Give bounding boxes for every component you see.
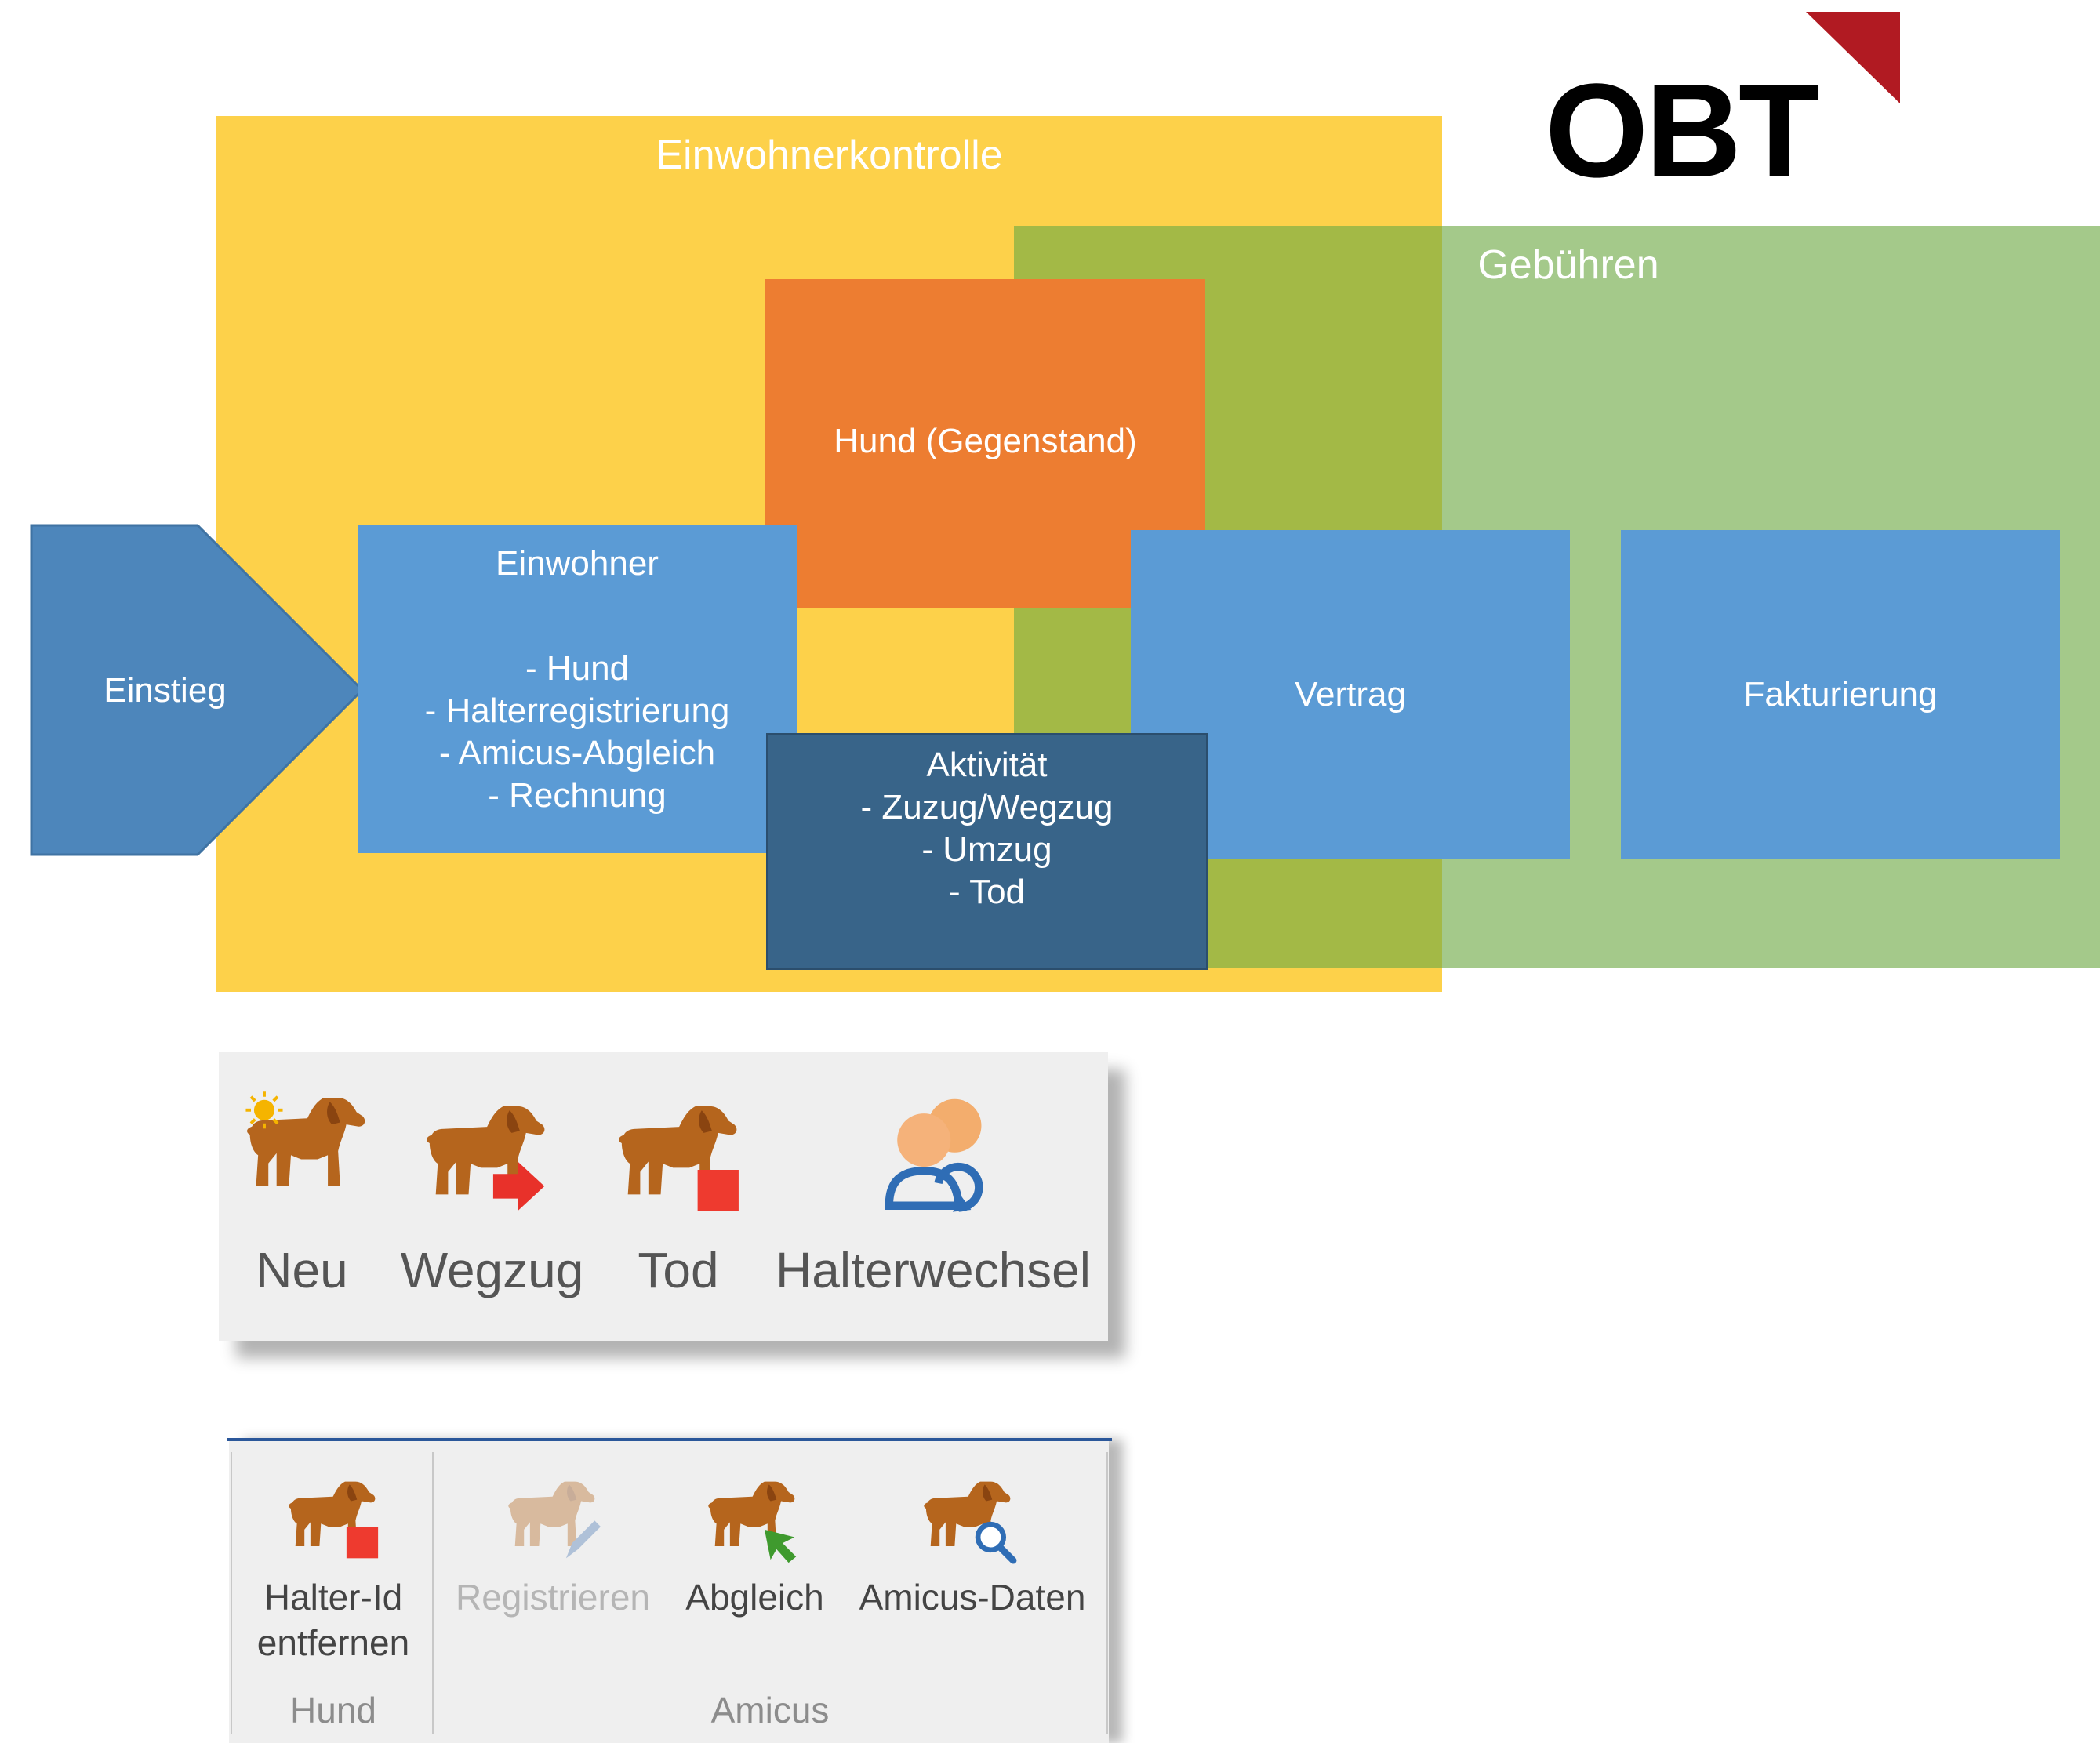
- abgleich-label: Abgleich: [685, 1577, 824, 1618]
- pencil-icon: [565, 1520, 601, 1559]
- vertrag-label: Vertrag: [1295, 674, 1406, 714]
- ribbon-top-border: [227, 1438, 1112, 1441]
- registrieren-button[interactable]: Registrieren: [443, 1466, 663, 1623]
- neu-button[interactable]: Neu: [231, 1070, 372, 1305]
- aktivitaet-title: Aktivität: [926, 746, 1048, 784]
- green-cursor-icon: [764, 1529, 797, 1563]
- aktivitaet-item: - Tod: [948, 873, 1026, 911]
- sun-icon: [245, 1091, 283, 1129]
- einwohner-item: - Hund: [525, 649, 630, 688]
- red-square-icon: [697, 1170, 739, 1211]
- dog-remove-id-icon: [289, 1481, 379, 1559]
- aktivitaet-item: - Umzug: [921, 830, 1052, 869]
- owner-change-icon: [885, 1098, 983, 1212]
- group-label-amicus: Amicus: [710, 1690, 830, 1730]
- dog-new-icon: [245, 1091, 365, 1186]
- einwohner-box: Einwohner - Hund - Halterregistrierung -…: [358, 525, 797, 853]
- ribbon-right-border: [1106, 1452, 1108, 1734]
- aktivitaet-item: - Zuzug/Wegzug: [860, 788, 1114, 826]
- hund-label: Hund (Gegenstand): [834, 422, 1137, 460]
- gebuehren-title: Gebühren: [1477, 242, 1659, 288]
- registrieren-label: Registrieren: [456, 1577, 650, 1618]
- einstieg-label: Einstieg: [104, 670, 227, 710]
- ribbon-panel-amicus: [229, 1440, 1109, 1743]
- tod-button[interactable]: Tod: [608, 1070, 749, 1305]
- neu-label: Neu: [256, 1242, 348, 1298]
- halterwechsel-label: Halterwechsel: [776, 1242, 1091, 1298]
- dog-death-icon: [619, 1106, 739, 1211]
- group-separator: [432, 1452, 434, 1734]
- ribbon-left-border: [231, 1452, 232, 1734]
- amicus-daten-label: Amicus-Daten: [859, 1577, 1086, 1618]
- einwohner-title: Einwohner: [496, 544, 659, 583]
- obt-logo: OBT: [1545, 56, 1820, 205]
- fakturierung-label: Fakturierung: [1743, 674, 1938, 714]
- dog-sync-icon: [708, 1481, 797, 1563]
- dog-search-icon: [924, 1481, 1017, 1564]
- amicus-daten-button[interactable]: Amicus-Daten: [847, 1466, 1098, 1623]
- halter-id-entfernen-label-line1: Halter-Id: [263, 1577, 403, 1618]
- einwohner-item: - Amicus-Abgleich: [438, 734, 716, 772]
- dog-move-out-icon: [427, 1106, 545, 1211]
- einstieg-arrow: [30, 524, 365, 856]
- fakturierung-box: Fakturierung: [1621, 530, 2060, 859]
- magnifier-icon: [975, 1521, 1017, 1564]
- vertrag-box: Vertrag: [1131, 530, 1570, 859]
- group-label-hund: Hund: [290, 1690, 376, 1730]
- wegzug-button[interactable]: Wegzug: [396, 1070, 588, 1305]
- logo-red-triangle: [1806, 12, 1900, 103]
- red-arrow-icon: [492, 1161, 545, 1211]
- halterwechsel-button[interactable]: Halterwechsel: [768, 1070, 1098, 1305]
- einwohner-item: - Rechnung: [488, 776, 667, 815]
- halter-id-entfernen-button[interactable]: Halter-Id entfernen: [235, 1466, 431, 1663]
- einwohnerkontrolle-title: Einwohnerkontrolle: [656, 133, 1003, 178]
- abgleich-button[interactable]: Abgleich: [670, 1466, 839, 1623]
- dog-register-icon: [508, 1481, 601, 1559]
- einwohner-item: - Halterregistrierung: [424, 692, 730, 730]
- wegzug-label: Wegzug: [400, 1242, 584, 1298]
- aktivitaet-box: Aktivität - Zuzug/Wegzug - Umzug - Tod: [766, 733, 1208, 970]
- tod-label: Tod: [638, 1242, 719, 1298]
- halter-id-entfernen-label-line2: entfernen: [256, 1622, 410, 1663]
